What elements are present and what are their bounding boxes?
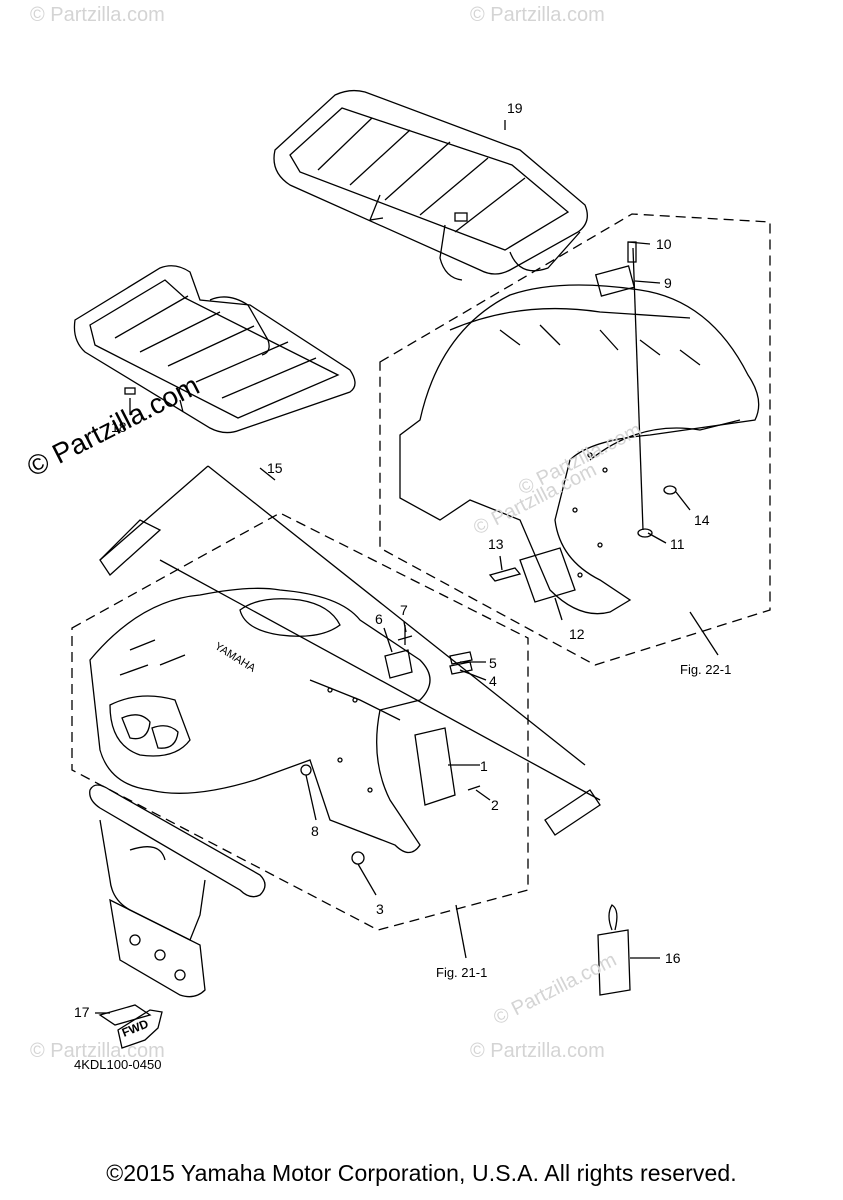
callout-13: 13 [488,536,504,552]
callout-9: 9 [664,275,672,291]
watermark-faint: © Partzilla.com [30,4,165,26]
callout-16: 16 [665,950,681,966]
tag-16 [597,904,631,996]
callout-3: 3 [376,901,384,917]
fender-brand-text: YAMAHA [212,640,258,675]
callout-7: 7 [400,602,408,618]
watermark-faint: © Partzilla.com [30,1040,165,1062]
callout-15: 15 [267,460,283,476]
callout-11: 11 [670,536,685,552]
callout-19: 19 [507,100,523,116]
rear-carrier [273,89,588,281]
callout-12: 12 [569,626,585,642]
leader-lines [95,120,719,1014]
fig-ref-front: Fig. 21-1 [436,965,487,980]
callout-17: 17 [74,1004,90,1020]
callout-5: 5 [489,655,497,671]
callout-8: 8 [311,823,319,839]
decal-15 [99,465,601,836]
rear-fender-group [379,213,771,666]
front-carrier [73,265,356,434]
callout-6: 6 [375,611,383,627]
part-code: 4KDL100-0450 [74,1057,162,1072]
callout-2: 2 [491,797,499,813]
front-fender-group: YAMAHA [71,512,529,931]
callout-labels: 1 2 3 4 5 6 7 8 9 10 11 12 13 14 15 16 1… [74,100,710,1020]
callout-1: 1 [480,758,488,774]
callout-4: 4 [489,673,497,689]
front-guard [89,784,266,1026]
watermark-faint: © Partzilla.com [470,4,605,26]
watermark-faint: © Partzilla.com [470,1040,605,1062]
fig-ref-rear: Fig. 22-1 [680,662,731,677]
fwd-label: FWD [120,1016,151,1039]
copyright-footer: ©2015 Yamaha Motor Corporation, U.S.A. A… [106,1160,737,1186]
callout-14: 14 [694,512,710,528]
callout-18: 18 [111,419,127,435]
callout-10: 10 [656,236,672,252]
